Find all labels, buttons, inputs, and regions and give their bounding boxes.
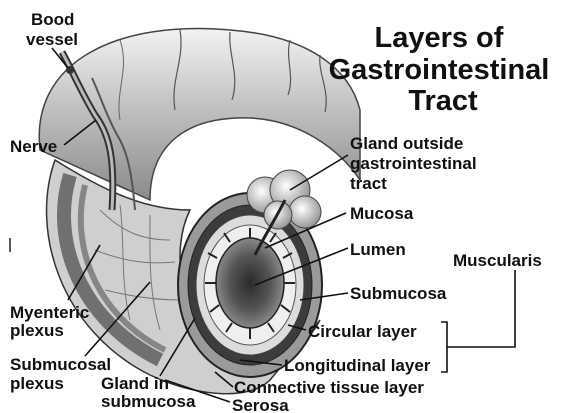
- label-connective-tissue: Connective tissue layer: [234, 378, 424, 397]
- title-line: Gastrointestinal: [329, 54, 550, 86]
- label-longitudinal-layer: Longitudinal layer: [284, 356, 431, 375]
- label-lumen: Lumen: [350, 240, 406, 259]
- label-serosa: Serosa: [232, 396, 289, 413]
- label-myenteric-plexus: Myenteric plexus: [10, 303, 94, 340]
- label-mucosa: Mucosa: [350, 204, 414, 223]
- label-muscularis: Muscularis: [453, 251, 542, 270]
- title-line: Tract: [408, 85, 478, 117]
- diagram-title: Layers of Gastrointestinal Tract: [329, 22, 558, 117]
- label-blood-vessel: Bood vessel: [26, 10, 79, 49]
- title-line: Layers of: [374, 22, 503, 54]
- label-gland-outside: Gland outside gastrointestinal tract: [350, 134, 481, 193]
- label-circular-layer: Circular layer: [308, 322, 417, 341]
- label-submucosa: Submucosa: [350, 284, 447, 303]
- label-nerve: Nerve: [10, 137, 57, 156]
- label-submucosal-plexus: Submucosal plexus: [10, 355, 116, 393]
- intestine-tube: [39, 29, 360, 201]
